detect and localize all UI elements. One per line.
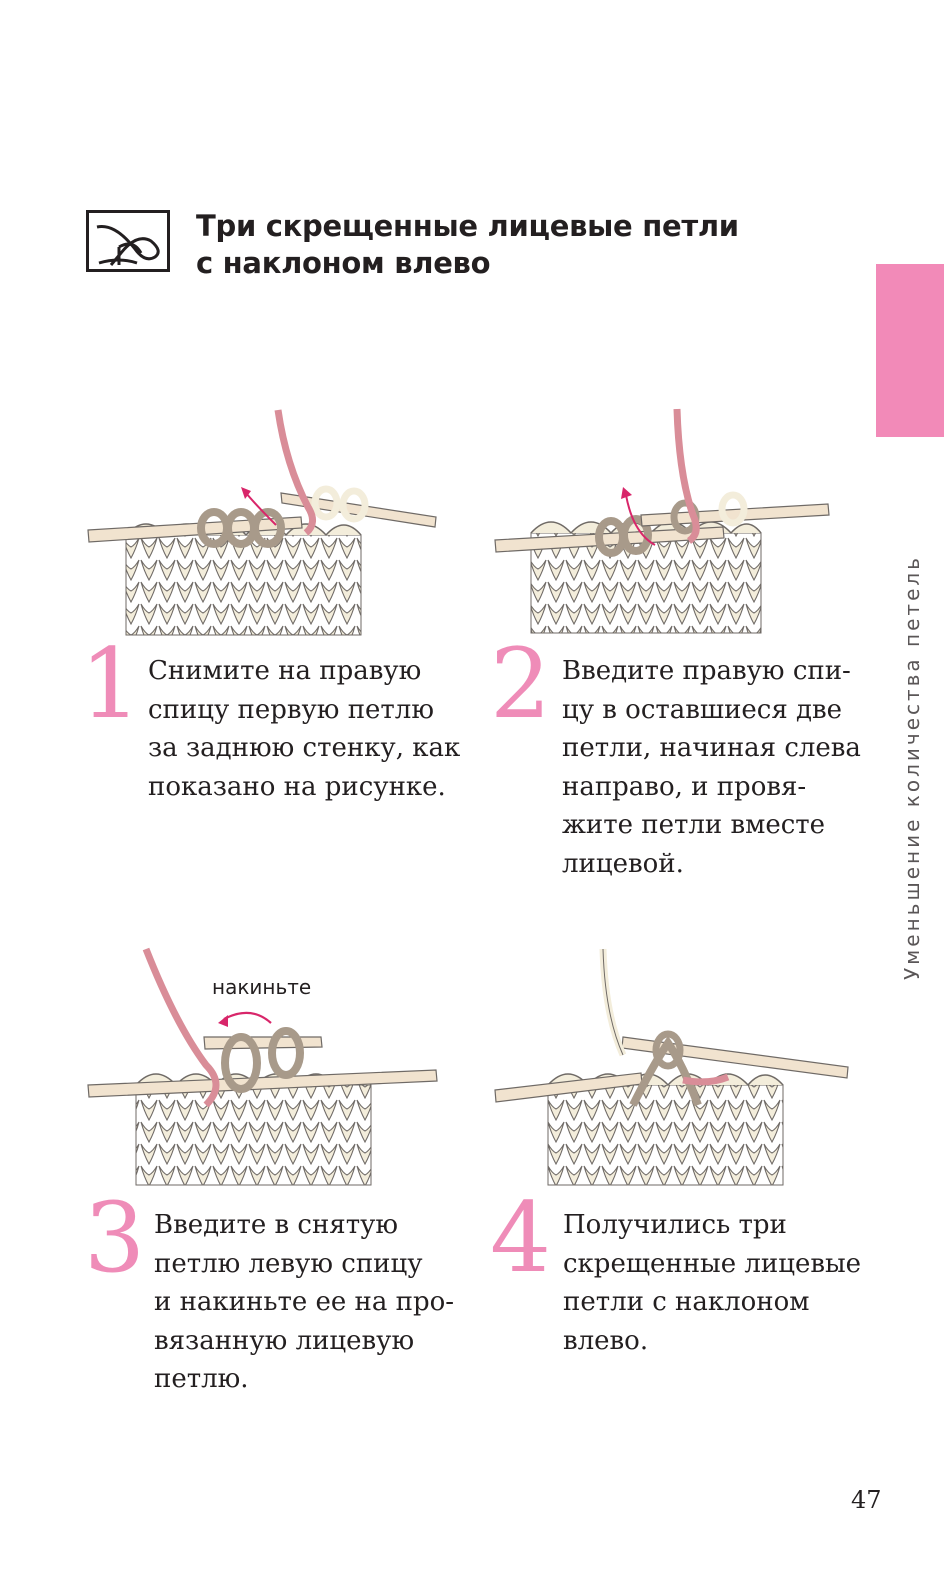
step-1-text: Снимите на правую спицу первую петлю за …	[148, 656, 461, 802]
title-line-2: с наклоном влево	[196, 246, 491, 280]
page-title: Три скрещенные лицевые петли с наклоном …	[196, 208, 739, 282]
step-3-text: Введите в снятую петлю левую спицу и нак…	[154, 1210, 455, 1394]
step-3-number: 3	[84, 1182, 146, 1294]
illustration-step-4	[494, 948, 849, 1186]
step-4-number: 4	[490, 1182, 552, 1294]
illustration-label-throw: накиньте	[212, 975, 311, 999]
illustration-step-1	[87, 409, 437, 636]
section-tab	[876, 264, 944, 437]
illustration-step-3: накиньте	[87, 947, 438, 1186]
stitch-symbol-icon	[86, 210, 170, 272]
page-number: 47	[851, 1486, 882, 1514]
step-2-number: 2	[490, 628, 552, 740]
illustration-step-2	[494, 408, 830, 634]
step-1-number: 1	[80, 628, 142, 740]
title-line-1: Три скрещенные лицевые петли	[196, 209, 739, 243]
step-2-text: Введите правую спи- цу в оставшиеся две …	[562, 656, 861, 879]
section-title-vertical: Уменьшение количества петель	[900, 555, 924, 980]
step-4-text: Получились три скрещенные лицевые петли …	[563, 1210, 862, 1356]
